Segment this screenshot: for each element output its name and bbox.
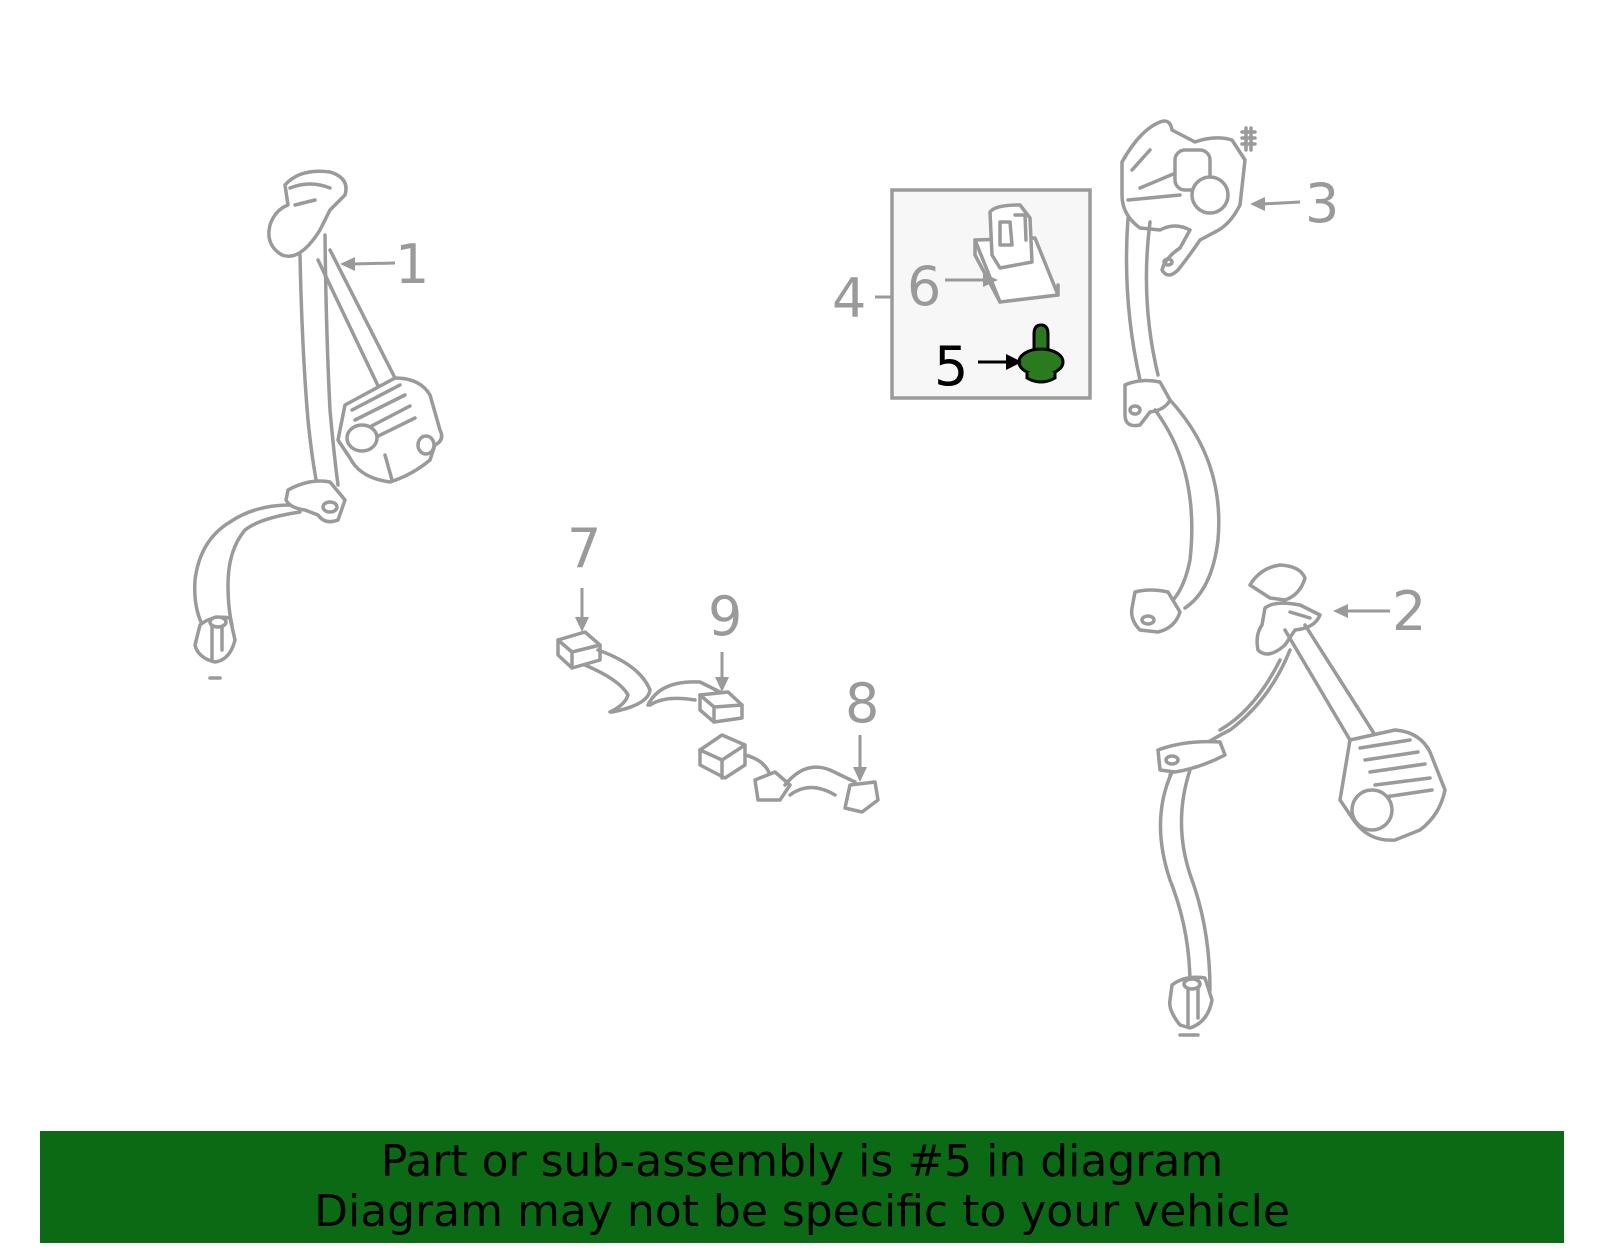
seat-belt-assembly-2[interactable]: [1156, 563, 1447, 1037]
seat-belt-assembly-3[interactable]: [1120, 119, 1257, 634]
callout-8: 8: [845, 672, 879, 735]
buckle-part-7[interactable]: [556, 630, 652, 714]
callout-arrows: [340, 197, 1390, 782]
callout-7: 7: [567, 517, 601, 580]
notice-banner: Part or sub-assembly is #5 in diagram Di…: [40, 1131, 1564, 1243]
callout-1: 1: [395, 233, 429, 296]
callout-4: 4: [832, 267, 866, 330]
notice-line-2: Diagram may not be specific to your vehi…: [314, 1186, 1290, 1237]
callout-5: 5: [934, 335, 968, 398]
callout-3: 3: [1305, 172, 1339, 235]
seat-belt-assembly-1[interactable]: [192, 169, 444, 680]
callout-9: 9: [708, 585, 742, 648]
buckle-part-9[interactable]: [646, 680, 744, 724]
clip-part-6[interactable]: [973, 203, 1060, 304]
callout-6: 6: [907, 255, 941, 318]
callout-2: 2: [1392, 580, 1426, 643]
buckle-part-8[interactable]: [698, 733, 880, 814]
notice-line-1: Part or sub-assembly is #5 in diagram: [380, 1136, 1224, 1187]
